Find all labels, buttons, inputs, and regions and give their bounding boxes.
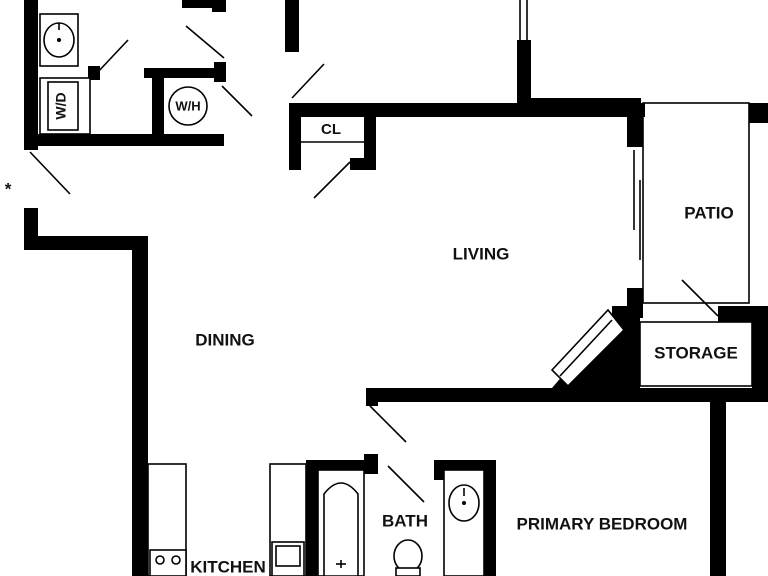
kitchen-counters	[147, 463, 307, 576]
door-swing	[185, 25, 225, 59]
storage-label: STORAGE	[654, 343, 738, 362]
washer-dryer-label: W/D	[53, 92, 69, 119]
washer-dryer-icon	[39, 77, 91, 135]
patio-area	[642, 102, 750, 304]
living-label: LIVING	[453, 244, 510, 263]
door-swing	[221, 85, 253, 117]
kitchen-label: KITCHEN	[190, 557, 266, 576]
dining-label: DINING	[195, 330, 255, 349]
door-swing	[291, 63, 325, 99]
entry-door	[29, 151, 71, 195]
water-heater-label: W/H	[175, 98, 200, 113]
walls	[24, 0, 768, 576]
doors	[29, 0, 719, 503]
primary-bedroom-label: PRIMARY BEDROOM	[517, 514, 688, 533]
bath-sink-icon	[443, 469, 485, 576]
fireplace	[550, 308, 626, 388]
bathtub-icon	[317, 469, 365, 576]
storage-door	[681, 279, 719, 317]
laundry-sink-icon	[39, 13, 79, 67]
bath-door	[387, 465, 425, 503]
closet-door	[313, 161, 351, 199]
patio-label: PATIO	[684, 203, 733, 222]
door-swing	[95, 39, 129, 75]
bath-label: BATH	[382, 511, 428, 530]
bedroom-door	[369, 405, 407, 443]
storage-box	[639, 321, 753, 387]
water-heater-icon	[168, 86, 208, 126]
closet-label: CL	[321, 121, 341, 138]
toilet-icon	[393, 539, 423, 576]
entry-marker: *	[5, 179, 12, 198]
